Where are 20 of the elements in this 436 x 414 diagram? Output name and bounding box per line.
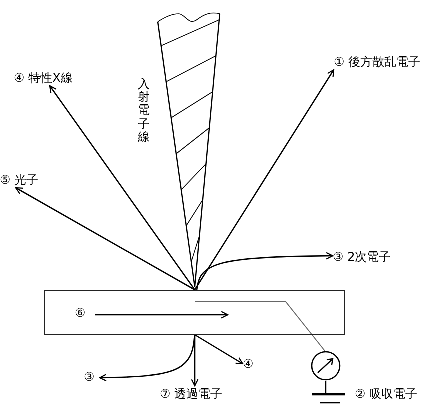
emission-label: ⑦ 透過電子: [160, 386, 223, 402]
emission-label: ① 後方散乱電子: [334, 54, 421, 70]
arrow: [99, 334, 196, 382]
emission-label: ③ 2次電子: [333, 249, 392, 265]
region-number: ⑥: [75, 305, 86, 321]
arrow: [191, 335, 199, 387]
specimen-slab: [44, 290, 345, 335]
wire: [194, 302, 326, 352]
beam-label: 入射電子線: [138, 78, 150, 144]
arrow: [15, 187, 196, 291]
arrow: [49, 85, 196, 290]
emission-label: ⑤ 光子: [0, 172, 39, 188]
signal-label: ② 吸収電子: [355, 386, 418, 402]
arrow: [196, 252, 334, 290]
emission-label: ④: [243, 356, 254, 372]
arrow: [194, 69, 335, 290]
arrow: [194, 334, 244, 365]
ammeter-symbol: [311, 351, 341, 381]
emission-label: ③: [84, 369, 95, 385]
emission-label: ④ 特性X線: [14, 70, 73, 86]
